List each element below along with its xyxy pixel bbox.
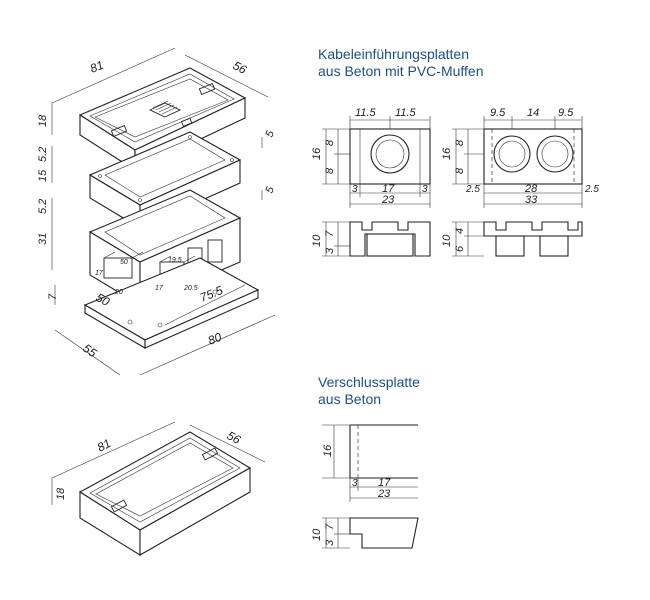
plate1-labels: 11.5 11.5 16 8 8 3 17 3 23 <box>311 107 428 206</box>
plate2-b-side-b: 2.5 <box>584 184 599 195</box>
iso-lid <box>78 431 252 556</box>
iso-mid-small17a: 17 <box>95 270 104 277</box>
plate3-sec-total: 10 <box>311 528 323 541</box>
plate1-b-side-b: 3 <box>422 184 428 195</box>
plate3-section-labels: 10 7 3 <box>311 523 336 546</box>
plate2-h-total: 16 <box>441 147 453 160</box>
plate1-b-total: 23 <box>381 194 395 206</box>
iso-mid-opening-b: 19.5 <box>168 257 182 264</box>
plate3-section <box>322 517 419 549</box>
plate1-front-view <box>322 116 431 208</box>
verschluss-title-line2: aus Beton <box>318 391 382 407</box>
vent-grille-icon <box>148 100 182 118</box>
plate3-b-total: 23 <box>377 488 391 500</box>
plate2-section <box>452 221 583 257</box>
iso-mid-height: 31 <box>37 233 49 245</box>
plate1-sec-a: 7 <box>324 230 336 237</box>
plate1-section-labels: 10 7 3 <box>311 230 336 254</box>
iso-mid-rim-h: 5.2 <box>37 199 49 214</box>
plate2-sec-b: 6 <box>454 245 466 252</box>
iso-top-length: 81 <box>88 58 106 76</box>
plate1-section <box>322 221 431 257</box>
iso-dimensions <box>51 47 276 505</box>
iso-lid-length: 81 <box>95 436 113 455</box>
iso-mid-small17b: 17 <box>155 285 164 292</box>
plate1-h-a: 8 <box>324 139 336 146</box>
iso-mid-small20b: 20.5 <box>183 285 198 292</box>
iso-top-side5: 5 <box>264 128 278 139</box>
iso-base-total55: 55 <box>80 341 99 360</box>
plate3-labels: 16 3 17 23 <box>322 444 391 500</box>
iso-top-width: 56 <box>231 58 250 77</box>
plate1-h-b: 8 <box>324 167 336 174</box>
kabel-title: Kabeleinführungsplatten aus Beton mit PV… <box>318 46 483 80</box>
iso-dimension-labels: 81 56 18 5.2 15 5 5.2 31 5 50 19.5 17 17… <box>37 58 277 500</box>
iso-top-height: 18 <box>37 114 49 127</box>
iso-lid-height: 18 <box>55 487 67 500</box>
plate2-top-b: 14 <box>527 107 539 119</box>
iso-mid-small20: 20 <box>114 289 123 296</box>
plate2-b-side-a: 2.5 <box>465 184 480 195</box>
plate2-b-mid: 28 <box>524 183 538 195</box>
iso-mid-side5: 5 <box>264 184 278 195</box>
plate3-front-view <box>322 424 418 502</box>
plate2-sec-total: 10 <box>441 234 453 247</box>
iso-lid-width: 56 <box>225 428 244 447</box>
plate1-top-b: 11.5 <box>395 107 416 119</box>
plate3-b-side: 3 <box>352 478 358 489</box>
plate1-top-a: 11.5 <box>355 107 376 119</box>
iso-mid-opening-a: 50 <box>120 259 128 266</box>
plate2-h-a: 8 <box>454 139 466 146</box>
plate2-top-a: 9.5 <box>490 107 506 119</box>
iso-top-rim-h1: 5.2 <box>37 147 49 162</box>
plate1-b-mid: 17 <box>382 183 395 195</box>
plate1-b-side-a: 3 <box>352 184 358 195</box>
verschluss-title: Verschlussplatte aus Beton <box>318 374 420 408</box>
verschluss-title-line1: Verschlussplatte <box>318 374 420 390</box>
iso-base-plate <box>83 257 260 349</box>
plate2-section-labels: 10 4 6 <box>441 228 466 252</box>
plate2-top-c: 9.5 <box>558 107 574 119</box>
plate2-labels: 9.5 14 9.5 16 8 8 2.5 28 2.5 33 <box>441 107 599 206</box>
plate2-front-view <box>452 116 583 208</box>
kabel-title-line1: Kabeleinführungsplatten <box>318 46 470 62</box>
iso-base-total80: 80 <box>206 330 224 348</box>
plate3-b-mid: 17 <box>378 477 391 489</box>
iso-top-rim-h2: 15 <box>37 169 49 182</box>
plate3-sec-b: 3 <box>324 539 336 546</box>
plate3-h-total: 16 <box>322 444 334 457</box>
kabel-title-line2: aus Beton mit PVC-Muffen <box>318 63 484 79</box>
plate3-sec-a: 7 <box>324 523 336 530</box>
iso-base-thickness: 7 <box>47 293 59 300</box>
plate2-sec-a: 4 <box>454 228 466 234</box>
plate1-h-total: 16 <box>311 147 323 160</box>
plate1-sec-total: 10 <box>311 234 323 247</box>
plate1-sec-b: 3 <box>324 247 336 254</box>
plate2-b-total: 33 <box>525 194 538 206</box>
iso-base-depth50: 50 <box>94 290 113 309</box>
plate2-h-b: 8 <box>454 167 466 174</box>
